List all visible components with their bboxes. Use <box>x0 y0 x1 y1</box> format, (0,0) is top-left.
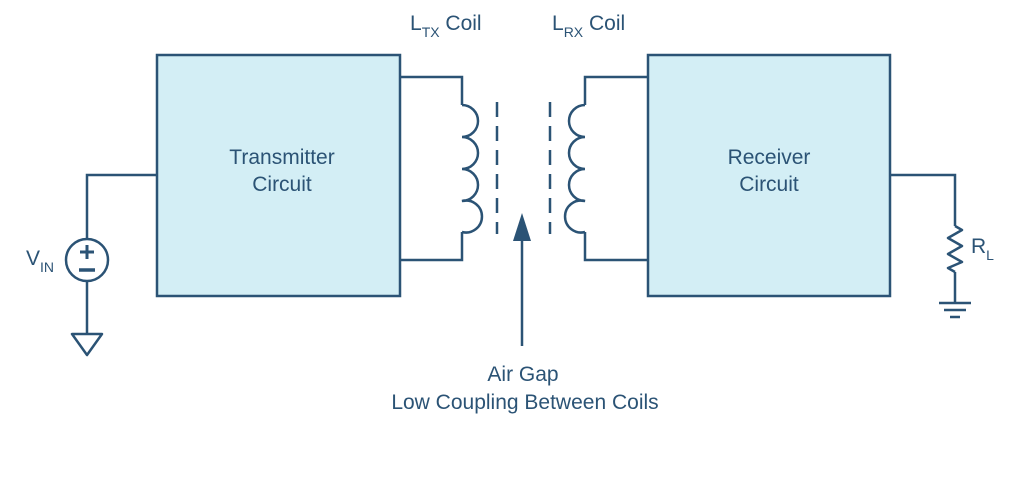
rx-inductor-coil-icon <box>563 103 586 234</box>
transmitter-label-line2: Circuit <box>252 173 312 196</box>
tx-coil-wiring <box>400 75 464 262</box>
voltage-source-icon <box>64 237 110 283</box>
air-gap-caption: Low Coupling Between Coils <box>391 391 658 414</box>
ground-triangle-icon <box>70 332 104 357</box>
resistor-icon <box>946 224 964 274</box>
transmitter-label: Transmitter <box>229 146 334 169</box>
receiver-circuit-box <box>646 53 892 298</box>
output-wiring <box>890 173 957 302</box>
receiver-label: Receiver <box>728 146 811 169</box>
tx-inductor-coil-icon <box>461 103 484 234</box>
rl-label: RL <box>971 235 994 263</box>
earth-ground-icon <box>939 301 971 319</box>
rx-coil-wiring <box>583 75 648 262</box>
input-wiring <box>85 173 157 334</box>
air-gap-label: Air Gap <box>487 363 558 386</box>
transmitter-circuit-box <box>155 53 402 298</box>
vin-label: VIN <box>26 247 54 275</box>
rx-coil-label: LRX Coil <box>552 12 625 40</box>
arrow-up-icon <box>513 213 531 346</box>
receiver-label-line2: Circuit <box>739 173 799 196</box>
tx-coil-label: LTX Coil <box>410 12 482 40</box>
